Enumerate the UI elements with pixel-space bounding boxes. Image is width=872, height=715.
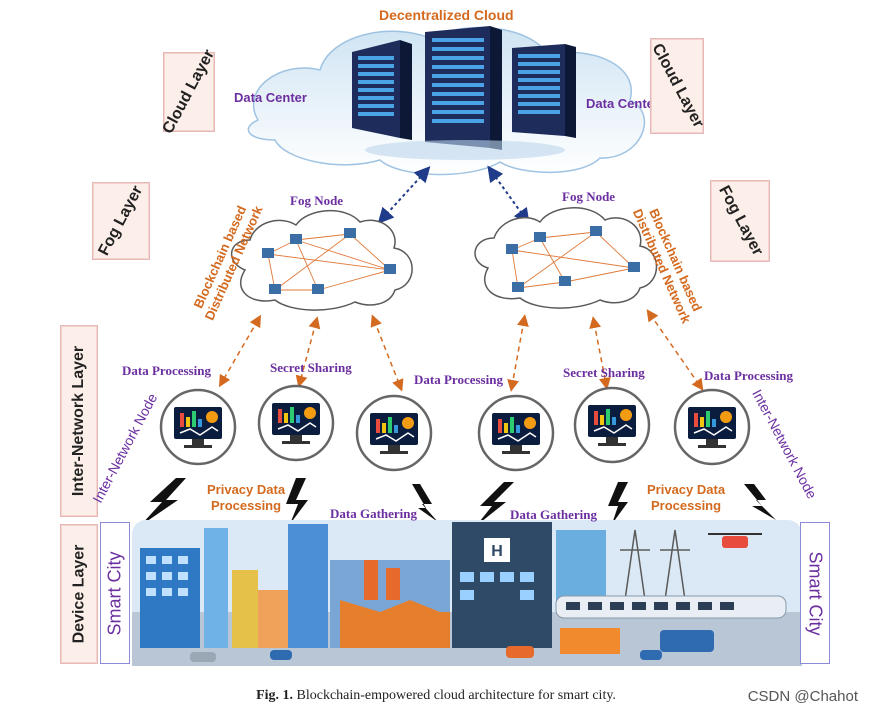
data-processing-label-1: Data Processing: [122, 363, 211, 378]
fog-cloud-left: [230, 209, 413, 311]
data-processing-label-2: Data Processing: [414, 372, 503, 387]
cloud-layer-box-right: Cloud Layer: [648, 38, 707, 134]
data-center-right-label: Data Center: [586, 96, 659, 111]
data-gathering-right-label: Data Gathering: [510, 507, 598, 522]
privacy-processing-right-label: Privacy Data Processing: [647, 482, 726, 513]
figure-caption-text: Blockchain-empowered cloud architecture …: [296, 688, 616, 703]
fog-node-left-label: Fog Node: [290, 193, 344, 208]
smart-city-right-label: Smart City: [805, 550, 826, 636]
cloud-layer-label-right: Cloud Layer: [648, 40, 707, 131]
svg-text:H: H: [491, 543, 503, 560]
server-rack-right: [512, 44, 576, 138]
figure-caption-label: Fig. 1.: [256, 688, 294, 703]
smart-city-left-label: Smart City: [104, 550, 125, 636]
device-layer-box: Device Layer: [60, 524, 98, 664]
fog-layer-label-left: Fog Layer: [95, 183, 147, 259]
secret-sharing-label-1: Secret Sharing: [270, 360, 352, 375]
decentralized-cloud-title: Decentralized Cloud: [379, 7, 514, 23]
cloud-fog-link-right: [487, 165, 530, 225]
lightning-links: [140, 478, 776, 526]
inter-network-layer-label: Inter-Network Layer: [70, 345, 88, 497]
figure-caption: Fig. 1. Blockchain-empowered cloud archi…: [0, 688, 872, 704]
smart-city-right-box: Smart City: [800, 522, 830, 664]
fog-layer-box-right: Fog Layer: [710, 180, 770, 262]
privacy-processing-left-label: Privacy Data Processing: [207, 482, 286, 513]
cloud-layer-box-left: Cloud Layer: [159, 47, 217, 137]
fog-cloud-right: [474, 207, 658, 309]
inter-network-layer-box: Inter-Network Layer: [60, 325, 98, 517]
smart-city-strip: H: [132, 520, 802, 666]
server-rack-center: [425, 26, 502, 150]
cloud-fog-link-left: [377, 166, 431, 224]
server-rack-left: [352, 40, 412, 140]
watermark: CSDN @Chahot: [747, 688, 858, 705]
fog-layer-label-right: Fog Layer: [714, 183, 766, 259]
inter-network-nodes: [159, 384, 751, 472]
fog-layer-box-left: Fog Layer: [92, 182, 150, 260]
data-center-left-label: Data Center: [234, 90, 307, 105]
fog-node-right-label: Fog Node: [562, 189, 616, 204]
fog-inter-links: [218, 309, 704, 392]
data-gathering-left-label: Data Gathering: [330, 506, 418, 521]
device-layer-label: Device Layer: [70, 544, 88, 644]
smart-city-left-box: Smart City: [100, 522, 130, 664]
cloud-layer-label-left: Cloud Layer: [159, 46, 218, 137]
data-processing-label-3: Data Processing: [704, 368, 793, 383]
secret-sharing-label-2: Secret Sharing: [563, 365, 645, 380]
